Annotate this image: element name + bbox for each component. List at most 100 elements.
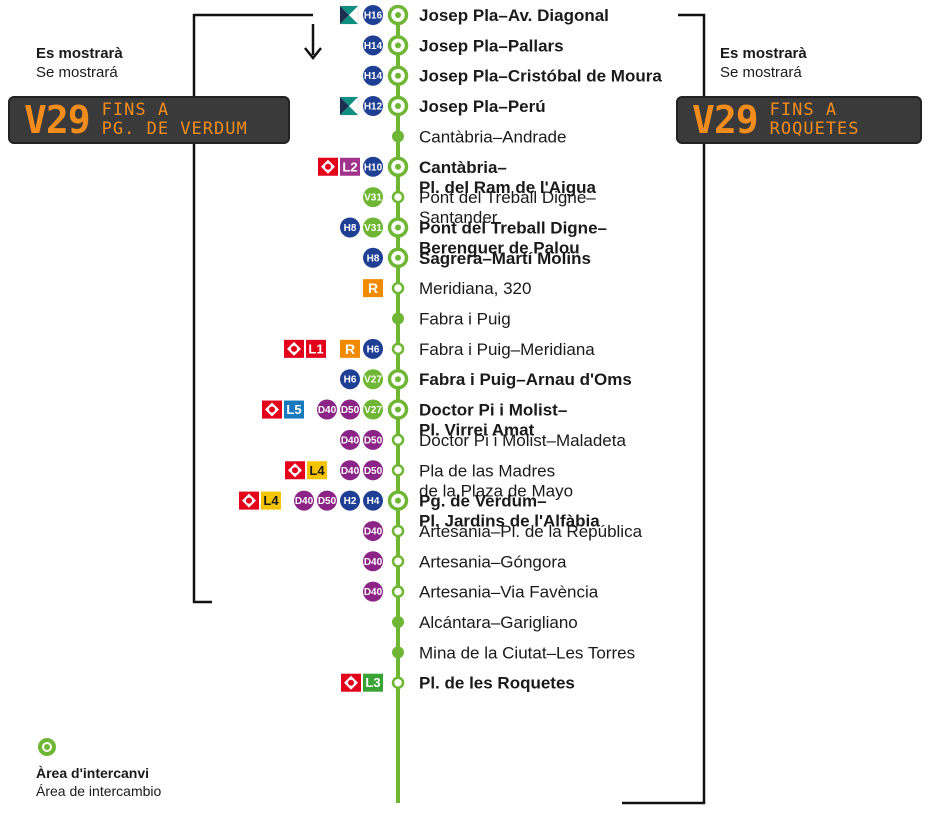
stop-name: Josep Pla–Av. Diagonal [419, 6, 609, 25]
stop-ring-icon [391, 433, 405, 447]
stop-name: Josep Pla–Cristóbal de Moura [419, 67, 662, 86]
tram-logo-left [340, 6, 349, 24]
stop-ring-icon [391, 524, 405, 538]
metro-center-mark [246, 497, 252, 504]
stop-ring-icon [391, 676, 405, 689]
stop-name: Fabra i Puig–Arnau d'Oms [419, 370, 632, 389]
bus-line-label: H8 [344, 223, 357, 234]
stop-ring-icon [391, 281, 405, 295]
tram-logo-bottom [340, 15, 358, 24]
bus-badge [363, 217, 383, 238]
bus-line-label: H12 [364, 102, 383, 113]
stop-name: Doctor Pi i Molist–Maladeta [419, 431, 626, 450]
stop-name: Fabra i Puig [419, 310, 511, 329]
bus-line-label: D40 [341, 435, 360, 446]
bus-line-label: H6 [344, 375, 357, 386]
rodalies-label: R [368, 280, 378, 296]
rodalies-badge [340, 339, 360, 358]
bus-badge [340, 217, 360, 238]
left-sign-caption: Es mostrarà Se mostrará [36, 44, 123, 82]
tram-logo-icon [339, 5, 359, 25]
stop-name-line: Doctor Pi i Molist– [419, 401, 567, 420]
stop: Pg. de Verdum–Pl. Jardins de l'AlfàbiaH4… [239, 490, 600, 531]
stop-name-line: Pont del Treball Digne– [419, 188, 596, 207]
metro-center-mark [291, 345, 297, 352]
left-sign-title-ca: Es mostrarà [36, 45, 123, 62]
stop-name-line: Sagrera–Martí Molins [419, 249, 591, 268]
stop-name: Artesania–Via Favència [419, 583, 599, 602]
stop-name-line: Artesania–Góngora [419, 552, 567, 571]
bus-badge [363, 247, 383, 268]
stop-name-line: Alcántara–Garigliano [419, 613, 578, 632]
metro-center-mark [325, 163, 331, 170]
stop-ring-icon [391, 585, 405, 598]
interchange-center-dot [395, 72, 401, 79]
stop-name-line: Cantàbria–Andrade [419, 127, 566, 146]
stop-name-line: Josep Pla–Perú [419, 97, 546, 116]
tram-logo-left [340, 97, 349, 116]
bus-badge [363, 35, 383, 56]
stop-name-line: Santander [419, 208, 498, 227]
left-led-dest-line2: PG. DE VERDUM [101, 119, 248, 139]
metro-line-badge [306, 339, 326, 358]
metro-line-badge [363, 673, 383, 692]
bus-line-label: D40 [341, 466, 360, 477]
left-led-destination: FINS A PG. DE VERDUM [102, 101, 248, 139]
interchange-center-dot [395, 406, 401, 413]
bus-badge [363, 490, 383, 511]
stop: Josep Pla–Perú H12 [339, 95, 546, 117]
bus-badge [340, 429, 360, 450]
right-direction-bracket [622, 13, 706, 805]
stop-name-line: Pla de las Madres [419, 461, 555, 480]
bus-badge [363, 338, 383, 359]
bus-badge [363, 65, 383, 86]
bus-badge [363, 156, 383, 177]
stop-name: Pl. de les Roquetes [419, 674, 575, 693]
legend-label-ca: Àrea d'intercanvi [36, 765, 150, 781]
stop-name: Sagrera–Martí Molins [419, 249, 591, 268]
stop-name: Josep Pla–Pallars [419, 36, 564, 55]
bus-line-label: V27 [364, 405, 382, 416]
stop-name: Cantàbria–Andrade [419, 127, 566, 146]
stop-name-line: Meridiana, 320 [419, 279, 531, 298]
stop-ring-icon [391, 464, 405, 477]
bus-line-label: V31 [364, 193, 382, 204]
interchange-center-dot [395, 12, 401, 18]
left-led-sign: V29 FINS A PG. DE VERDUM [8, 96, 290, 144]
metro-line-label: L1 [308, 341, 323, 356]
bus-line-label: H8 [367, 253, 380, 264]
stop-ring-icon [391, 342, 405, 356]
stop: Pont del Treball Digne–Santander V31 [363, 187, 596, 227]
bus-line-label: D40 [295, 496, 314, 507]
stop-name-line: Mina de la Ciutat–Les Torres [419, 643, 635, 662]
stop-name-line: Fabra i Puig [419, 310, 511, 329]
stop-name-line: Berenguer de Palou [419, 238, 580, 257]
stop-name: Fabra i Puig–Meridiana [419, 340, 595, 359]
bus-badge [363, 551, 383, 572]
stop-dot-icon [392, 646, 404, 659]
metro-center-mark [269, 406, 275, 413]
stop: Pl. de les Roquetes L3 [341, 673, 575, 693]
metro-line-label: L4 [309, 463, 325, 478]
right-led-destination: FINS A ROQUETES [770, 101, 860, 139]
stop-name-line: Pl. del Ram de l'Aigua [419, 178, 596, 197]
right-sign-title-es: Se mostrará [720, 64, 802, 81]
metro-line-label: L3 [365, 675, 380, 690]
stop-name: Pont del Treball Digne–Berenguer de Palo… [419, 218, 607, 257]
bus-line-label: D50 [364, 435, 383, 446]
stop-name-line: Cantàbria– [419, 158, 507, 177]
bus-line-label: H16 [364, 11, 383, 22]
stop-name: Artesania–Pl. de la República [419, 522, 643, 541]
stop-name: Meridiana, 320 [419, 279, 531, 298]
interchange-center-dot [395, 497, 401, 504]
bus-line-label: H10 [364, 162, 383, 173]
stop: Cantàbria–Andrade [392, 127, 566, 146]
bus-line-label: H14 [364, 41, 383, 52]
